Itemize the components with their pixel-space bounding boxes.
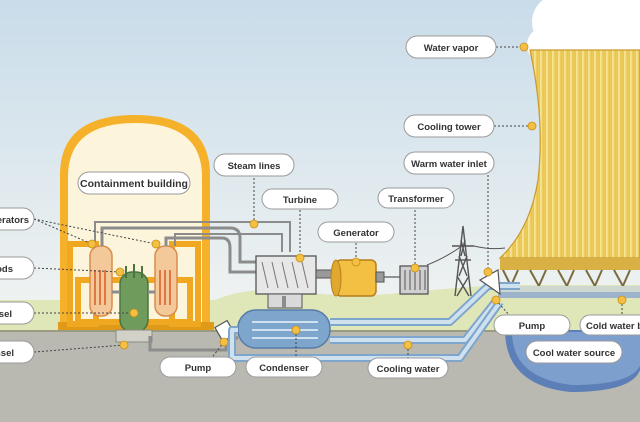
condenser-label: Condenser bbox=[259, 363, 309, 374]
cooling-tower bbox=[498, 49, 640, 298]
label-cold-water-basin: Cold water basin bbox=[579, 295, 640, 336]
containment-building-label: Containment building bbox=[80, 178, 188, 190]
label-water-vapor: Water vapor bbox=[405, 35, 529, 59]
label-cooling-tower: Cooling tower bbox=[403, 114, 537, 138]
reactor-internals bbox=[67, 241, 201, 343]
steam-generators-label: Steam generators bbox=[0, 215, 29, 226]
generator-label: Generator bbox=[333, 228, 379, 239]
label-control-rods: Control rods bbox=[0, 256, 125, 280]
label-cooling-water: Cooling water bbox=[367, 340, 449, 379]
label-steam-generators: Steam generators bbox=[0, 207, 161, 249]
turbine-label: Turbine bbox=[283, 195, 317, 206]
cold-water-basin-label: Cold water basin bbox=[586, 321, 640, 332]
pressure-vessel-label: Pressure vessel bbox=[0, 348, 14, 359]
cooling-water-label: Cooling water bbox=[377, 364, 440, 375]
pump-right-label: Pump bbox=[519, 321, 546, 332]
cooling-tower-label: Cooling tower bbox=[417, 122, 481, 133]
transmission-tower bbox=[452, 225, 474, 297]
label-cool-water-source: Cool water source bbox=[525, 340, 623, 364]
label-transformer: Transformer bbox=[377, 187, 455, 273]
label-containment-building: Containment building bbox=[77, 171, 191, 195]
water-vapor-label: Water vapor bbox=[424, 43, 479, 54]
label-steam-lines: Steam lines bbox=[213, 153, 295, 229]
label-turbine: Turbine bbox=[261, 188, 339, 263]
label-pump-left: Pump bbox=[159, 337, 237, 378]
label-warm-water-inlet: Warm water inlet bbox=[403, 151, 495, 277]
pump-left-label: Pump bbox=[185, 363, 212, 374]
label-condenser: Condenser bbox=[245, 325, 323, 378]
label-pump-right: Pump bbox=[491, 295, 571, 336]
transformer-label: Transformer bbox=[388, 194, 444, 205]
control-rods-label: Control rods bbox=[0, 264, 13, 275]
label-reactor-vessel: Reactor vessel bbox=[0, 301, 139, 325]
condenser bbox=[237, 296, 331, 349]
steam-lines bbox=[94, 221, 291, 274]
label-pressure-vessel: Pressure vessel bbox=[0, 340, 129, 364]
steam-lines-label: Steam lines bbox=[228, 161, 281, 172]
label-generator: Generator bbox=[317, 221, 395, 267]
generator bbox=[330, 259, 385, 297]
cooling-water-loop bbox=[228, 282, 520, 362]
cool-water-source-label: Cool water source bbox=[533, 348, 615, 359]
reactor-vessel-label: Reactor vessel bbox=[0, 309, 12, 320]
warm-water-inlet-label: Warm water inlet bbox=[411, 159, 488, 170]
